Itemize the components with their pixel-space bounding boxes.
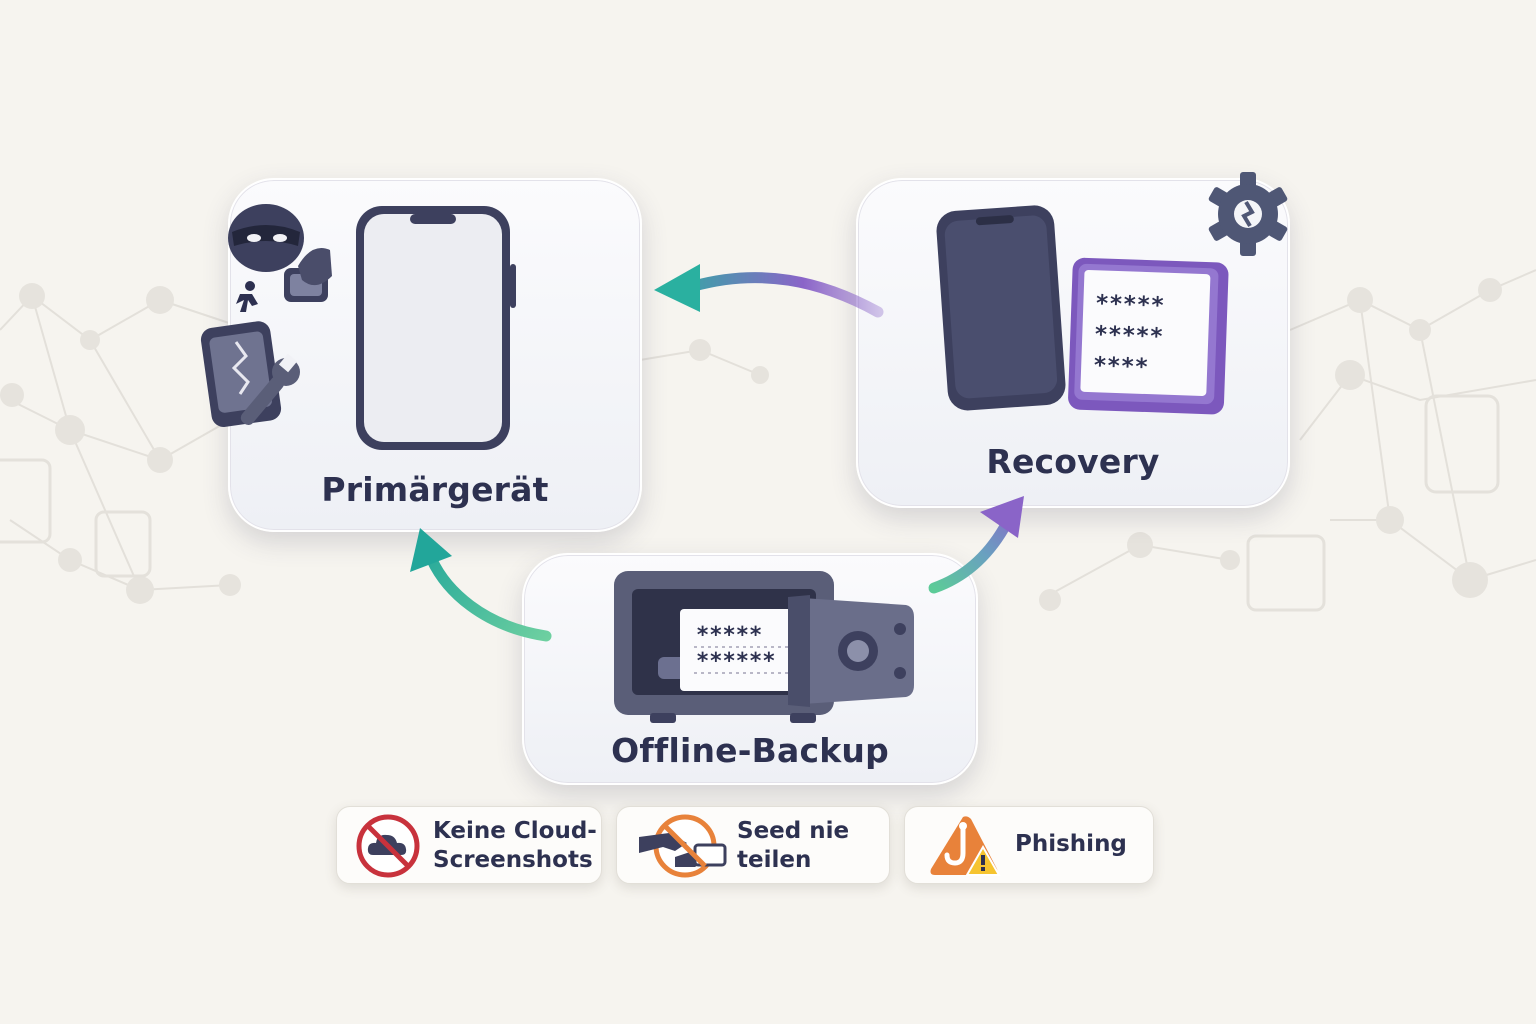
smartphone-icon	[356, 206, 516, 450]
no-sharing-icon	[639, 814, 727, 878]
warning-line: teilen	[737, 847, 812, 873]
warning-line: Seed nie	[737, 818, 850, 844]
device-threats-illustration	[200, 204, 332, 427]
primary-device-card: Primärgerät	[200, 178, 642, 532]
broken-phone-icon	[200, 321, 282, 427]
warning-line: Screenshots	[433, 847, 593, 873]
safe-icon	[614, 571, 914, 723]
warning-text: Seed nie teilen	[737, 817, 849, 875]
seed-line: *****	[696, 623, 763, 648]
warning-text: Phishing	[1015, 830, 1127, 859]
warning-never-share-seed: Seed nie teilen	[616, 806, 890, 884]
warning-text: Keine Cloud- Screenshots	[433, 817, 597, 875]
warning-line: Keine Cloud-	[433, 818, 597, 844]
wrench-icon	[240, 353, 300, 426]
recovery-illustration	[936, 205, 1229, 415]
primary-device-label: Primärgerät	[321, 470, 549, 509]
offline-backup-card: ***** ****** Offline-Backup	[522, 553, 978, 785]
seed-line: ******	[696, 649, 776, 674]
recovery-card: ***** ***** **** Recovery	[856, 172, 1290, 508]
broken-gear-icon	[1208, 172, 1288, 256]
recovery-seed-card	[1068, 257, 1229, 415]
warning-phishing: Phishing	[904, 806, 1154, 884]
offline-backup-label: Offline-Backup	[611, 731, 889, 770]
recovery-seed-text: ***** ***** ****	[1092, 289, 1165, 384]
phishing-warning-icon	[930, 816, 1001, 876]
running-figure-icon	[236, 281, 258, 312]
backup-seed-text: ***** ******	[696, 623, 775, 675]
thief-icon	[228, 204, 304, 272]
warning-line: Phishing	[1015, 831, 1127, 857]
seed-line: *****	[1094, 290, 1165, 320]
no-cloud-icon	[356, 814, 420, 878]
recovery-label: Recovery	[986, 442, 1160, 481]
seed-line: *****	[1093, 321, 1164, 351]
warning-no-cloud-screenshots: Keine Cloud- Screenshots	[336, 806, 602, 884]
seed-line: ****	[1092, 352, 1149, 381]
grabbing-hand-icon	[284, 248, 332, 302]
recovery-phone-icon	[936, 205, 1066, 411]
